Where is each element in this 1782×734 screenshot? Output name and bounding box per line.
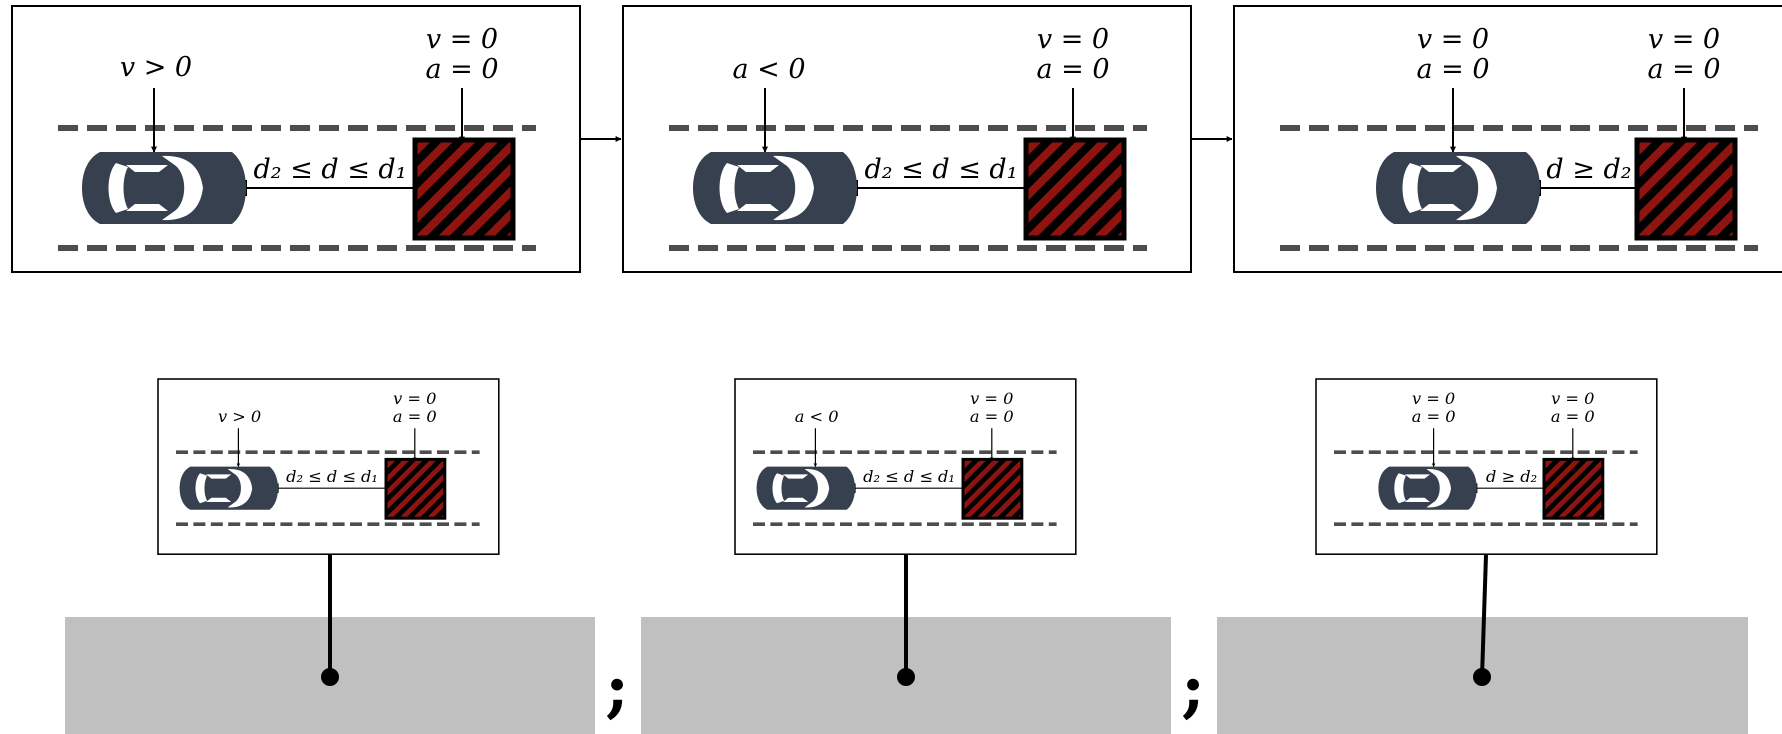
obstacle-label-a: a = 0	[393, 407, 437, 426]
car-label: v > 0	[218, 407, 261, 426]
car-icon	[1378, 466, 1477, 510]
obstacle-label-v: v = 0	[1648, 24, 1720, 55]
pin-dot	[321, 668, 339, 686]
distance-label: d₂ ≤ d ≤ d₁	[864, 154, 1017, 185]
obstacle-icon	[384, 457, 447, 520]
obstacle-label-a: a = 0	[1551, 407, 1595, 426]
car-icon	[693, 152, 857, 224]
pin-dot	[1473, 668, 1491, 686]
car-icon	[82, 152, 246, 224]
distance-label: d₂ ≤ d ≤ d₁	[863, 467, 955, 486]
obstacle-icon	[961, 457, 1024, 520]
car-label: v > 0	[120, 52, 192, 83]
car-icon	[1376, 152, 1540, 224]
separator: ;	[605, 651, 629, 726]
pin-dot	[897, 668, 915, 686]
car-label-a: a = 0	[1416, 54, 1489, 85]
thumbnail-1: v > 0 v = 0 a = 0 d₂ ≤ d ≤ d₁	[157, 378, 500, 555]
car-label: a < 0	[795, 407, 839, 426]
car-label-a: a = 0	[1412, 407, 1456, 426]
distance-label: d₂ ≤ d ≤ d₁	[286, 467, 378, 486]
obstacle-label-v: v = 0	[1551, 389, 1594, 408]
distance-label: d ≥ d₂	[1546, 154, 1631, 185]
distance-label: d₂ ≤ d ≤ d₁	[253, 154, 406, 185]
car-label-v: v = 0	[1412, 389, 1455, 408]
bottom-row: ; ; v > 0 v = 0 a = 0 d₂ ≤ d ≤ d₁	[65, 378, 1748, 734]
car-label: a < 0	[732, 54, 805, 85]
thumbnail-2: a < 0 v = 0 a = 0 d₂ ≤ d ≤ d₁	[734, 378, 1077, 555]
panel-1: v > 0 v = 0 a = 0 d₂ ≤ d ≤ d₁	[11, 5, 581, 273]
obstacle-label-a: a = 0	[1036, 54, 1109, 85]
obstacle-label-a: a = 0	[425, 54, 498, 85]
obstacle-label-v: v = 0	[970, 389, 1013, 408]
car-icon	[756, 466, 855, 510]
distance-label: d ≥ d₂	[1486, 467, 1537, 486]
obstacle-icon	[1634, 137, 1738, 241]
obstacle-label-a: a = 0	[1647, 54, 1720, 85]
separator: ;	[1181, 651, 1205, 726]
obstacle-label-a: a = 0	[970, 407, 1014, 426]
car-label-v: v = 0	[1417, 24, 1489, 55]
panel-3: v = 0 a = 0 v = 0 a = 0 d ≥ d₂	[1233, 5, 1782, 273]
obstacle-label-v: v = 0	[1037, 24, 1109, 55]
panel-2: a < 0 v = 0 a = 0 d₂ ≤ d ≤ d₁	[622, 5, 1192, 273]
pin-stem	[1480, 554, 1488, 678]
car-icon	[179, 466, 278, 510]
obstacle-label-v: v = 0	[393, 389, 436, 408]
obstacle-label-v: v = 0	[426, 24, 498, 55]
top-row: v > 0 v = 0 a = 0 d₂ ≤ d ≤ d₁ a < 0 v = …	[11, 5, 1782, 273]
obstacle-icon	[1542, 457, 1605, 520]
thumbnail-3: v = 0 a = 0 v = 0 a = 0 d ≥ d₂	[1315, 378, 1658, 555]
